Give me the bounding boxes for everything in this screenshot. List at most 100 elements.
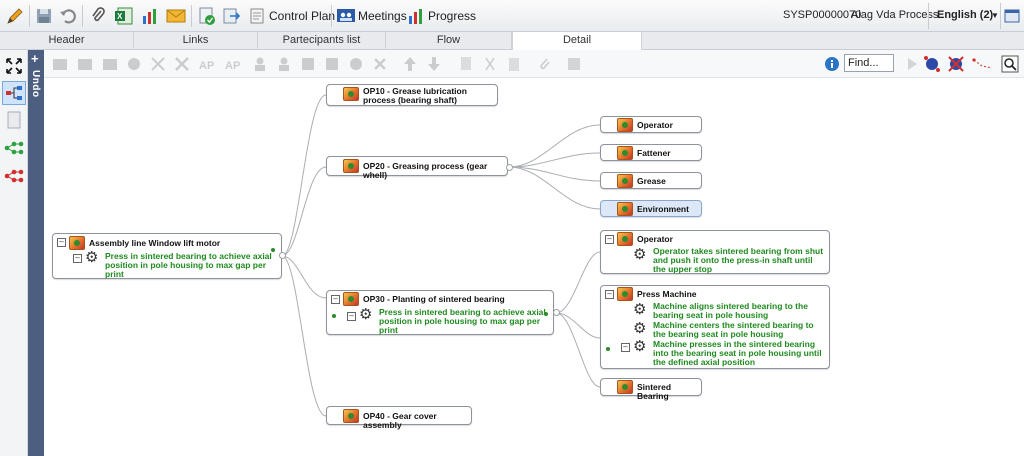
window-icon[interactable] bbox=[1003, 5, 1021, 27]
collapse-toggle[interactable]: – bbox=[605, 290, 614, 299]
tree-connectors bbox=[281, 94, 601, 417]
control-plan-icon[interactable] bbox=[246, 5, 268, 27]
language-selector[interactable]: English (2) bbox=[937, 9, 994, 21]
undo-label[interactable]: Undo bbox=[30, 70, 41, 98]
op30-operator-title: Operator bbox=[637, 234, 673, 244]
op20-child-label: Environment bbox=[637, 204, 689, 214]
op30-press-machine-node[interactable]: – Press Machine ⚙ Machine aligns sintere… bbox=[600, 285, 830, 369]
attachment-icon[interactable] bbox=[87, 5, 109, 27]
op20-node[interactable]: OP20 - Greasing process (gear whell) bbox=[326, 156, 508, 180]
op20-child-environment[interactable]: Environment bbox=[600, 200, 702, 217]
root-node[interactable]: – Assembly line Window lift motor – ⚙ Pr… bbox=[52, 233, 282, 279]
press-function-3: Machine presses in the sintered bearing … bbox=[653, 339, 822, 367]
excel-icon[interactable]: X bbox=[113, 5, 135, 27]
red-network-icon[interactable] bbox=[2, 164, 26, 188]
root-title: Assembly line Window lift motor bbox=[89, 238, 221, 248]
node-connector[interactable] bbox=[506, 164, 513, 171]
progress-chart-icon[interactable] bbox=[405, 5, 427, 27]
cut-icon[interactable] bbox=[148, 54, 168, 74]
copy-icon[interactable] bbox=[456, 54, 476, 74]
paste-icon[interactable] bbox=[504, 54, 524, 74]
process-item-icon bbox=[343, 87, 359, 101]
plus-icon[interactable]: + bbox=[31, 51, 39, 66]
arrow-up-icon[interactable] bbox=[400, 54, 420, 74]
export-document-icon[interactable] bbox=[221, 5, 243, 27]
tools-icon[interactable] bbox=[172, 54, 192, 74]
group-icon[interactable] bbox=[274, 54, 294, 74]
find-input[interactable]: Find... bbox=[844, 54, 894, 72]
add-sibling-icon[interactable] bbox=[100, 54, 120, 74]
gear-add-icon[interactable] bbox=[124, 54, 144, 74]
delete-icon[interactable] bbox=[370, 54, 390, 74]
fit-expand-icon[interactable] bbox=[2, 54, 26, 78]
collapse-toggle[interactable]: – bbox=[621, 343, 630, 352]
network-remove-icon[interactable] bbox=[946, 54, 966, 74]
tree-view-icon[interactable] bbox=[2, 81, 26, 105]
green-network-icon[interactable] bbox=[2, 136, 26, 160]
table-edit-icon[interactable] bbox=[322, 54, 342, 74]
settings-gear-icon[interactable] bbox=[346, 54, 366, 74]
grid-icon[interactable] bbox=[298, 54, 318, 74]
document-view-icon[interactable] bbox=[2, 108, 26, 132]
ap-alt-icon[interactable]: AP bbox=[224, 54, 244, 74]
add-node-icon[interactable] bbox=[50, 54, 70, 74]
tab-links[interactable]: Links bbox=[134, 32, 258, 50]
dotted-line-icon[interactable] bbox=[972, 54, 992, 74]
op30-sintered-bearing-node[interactable]: Sintered Bearing bbox=[600, 378, 702, 401]
undo-arrow-icon[interactable] bbox=[57, 5, 79, 27]
op30-operator-function: Operator takes sintered bearing from shu… bbox=[653, 246, 824, 274]
translate-icon[interactable] bbox=[564, 54, 584, 74]
progress-label[interactable]: Progress bbox=[428, 9, 477, 23]
tab-header[interactable]: Header bbox=[0, 32, 134, 50]
collapse-toggle[interactable]: – bbox=[347, 312, 356, 321]
arrow-down-icon[interactable] bbox=[424, 54, 444, 74]
link-icon[interactable] bbox=[534, 54, 554, 74]
meetings-label[interactable]: Meetings bbox=[358, 9, 407, 23]
status-dot bbox=[544, 312, 548, 316]
collapse-toggle[interactable]: – bbox=[605, 235, 614, 244]
op10-node[interactable]: OP10 - Grease lubrication process (beari… bbox=[326, 84, 498, 106]
collapse-toggle[interactable]: – bbox=[57, 238, 66, 247]
collapse-toggle[interactable]: – bbox=[73, 254, 82, 263]
node-connector[interactable] bbox=[553, 309, 560, 316]
op40-node[interactable]: OP40 - Gear cover assembly bbox=[326, 406, 472, 430]
network-blue-icon[interactable] bbox=[922, 54, 942, 74]
add-child-icon[interactable] bbox=[75, 54, 95, 74]
op20-child-fattener[interactable]: Fattener bbox=[600, 144, 702, 161]
tree-canvas: – Assembly line Window lift motor – ⚙ Pr… bbox=[44, 78, 1024, 456]
edit-pencil-icon[interactable] bbox=[4, 5, 26, 27]
op20-child-label: Grease bbox=[637, 176, 666, 186]
tab-flow[interactable]: Flow bbox=[386, 32, 512, 50]
chevron-down-icon[interactable]: ▼ bbox=[991, 11, 999, 20]
status-dot bbox=[332, 314, 336, 318]
mail-icon[interactable] bbox=[165, 5, 187, 27]
op30-operator-node[interactable]: – Operator ⚙ Operator takes sintered bea… bbox=[600, 230, 830, 274]
resource-icon bbox=[617, 380, 633, 394]
svg-text:AP: AP bbox=[199, 60, 214, 72]
ap-icon[interactable]: AP bbox=[198, 54, 218, 74]
bar-chart-icon[interactable] bbox=[139, 5, 161, 27]
op20-child-operator[interactable]: Operator bbox=[600, 116, 702, 133]
meetings-icon[interactable] bbox=[335, 5, 357, 27]
save-icon[interactable] bbox=[33, 5, 55, 27]
op20-child-grease[interactable]: Grease bbox=[600, 172, 702, 189]
op40-title: OP40 - Gear cover assembly bbox=[363, 411, 437, 430]
play-icon[interactable] bbox=[902, 54, 922, 74]
press-function-2: Machine centers the sintered bearing to … bbox=[653, 320, 814, 339]
tab-bar: Header Links Partecipants list Flow Deta… bbox=[0, 32, 1024, 51]
op30-node[interactable]: – OP30 - Planting of sintered bearing – … bbox=[326, 290, 554, 335]
collapse-toggle[interactable]: – bbox=[331, 295, 340, 304]
op30-title: OP30 - Planting of sintered bearing bbox=[363, 294, 505, 304]
tab-partecipants-list[interactable]: Partecipants list bbox=[258, 32, 386, 50]
info-icon[interactable] bbox=[822, 54, 842, 74]
person-icon[interactable] bbox=[250, 54, 270, 74]
node-connector[interactable] bbox=[279, 252, 286, 259]
function-gear-icon: ⚙ bbox=[633, 301, 647, 318]
resource-icon bbox=[617, 174, 633, 188]
undo-panel[interactable]: + Undo bbox=[28, 50, 44, 456]
approve-document-icon[interactable] bbox=[196, 5, 218, 27]
control-plan-label[interactable]: Control Plan bbox=[269, 9, 336, 23]
tab-detail[interactable]: Detail bbox=[512, 32, 642, 51]
scissors-icon[interactable] bbox=[480, 54, 500, 74]
zoom-search-icon[interactable] bbox=[1000, 54, 1020, 74]
